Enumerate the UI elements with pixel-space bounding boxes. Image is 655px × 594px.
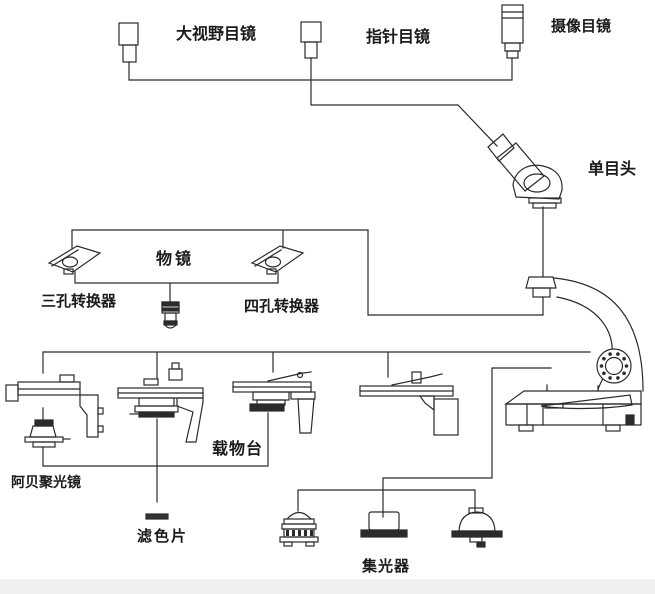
wide-field-eyepiece-drawing	[118, 22, 139, 63]
light-collector-2-drawing	[360, 511, 408, 538]
four-hole-nosepiece-label: 四孔转换器	[244, 298, 320, 315]
stage-1-drawing	[5, 374, 104, 438]
filter-label: 滤色片	[137, 528, 189, 545]
four-hole-nosepiece-drawing	[250, 245, 305, 275]
stage-label: 载物台	[212, 441, 264, 458]
pointer-eyepiece-label: 指针目镜	[366, 29, 431, 46]
light-collector-3-drawing	[451, 507, 503, 548]
filter-drawing	[145, 513, 169, 520]
abbe-condenser-label: 阿贝聚光镜	[11, 474, 81, 490]
monocular-head-label: 单目头	[588, 161, 637, 178]
stage-3-drawing	[232, 371, 316, 434]
three-hole-nosepiece-label: 三孔转换器	[41, 293, 117, 310]
stage-4-drawing	[359, 371, 459, 436]
light-collector-label: 集光器	[362, 558, 411, 575]
connector-lines	[42, 57, 591, 518]
objective-lens-drawing	[161, 301, 180, 329]
monocular-head-drawing	[487, 133, 563, 209]
wide-field-eyepiece-label: 大视野目镜	[176, 26, 257, 43]
camera-eyepiece-label: 摄像目镜	[551, 18, 612, 35]
footer-band	[0, 579, 655, 594]
light-collector-1-drawing	[279, 511, 319, 547]
camera-eyepiece-drawing	[501, 4, 524, 59]
objective-label: 物镜	[156, 251, 195, 268]
abbe-condenser-drawing	[24, 419, 71, 448]
stage-2-drawing	[117, 362, 204, 443]
pointer-eyepiece-drawing	[300, 21, 322, 59]
microscope-body-drawing	[504, 276, 644, 432]
three-hole-nosepiece-drawing	[47, 245, 102, 275]
